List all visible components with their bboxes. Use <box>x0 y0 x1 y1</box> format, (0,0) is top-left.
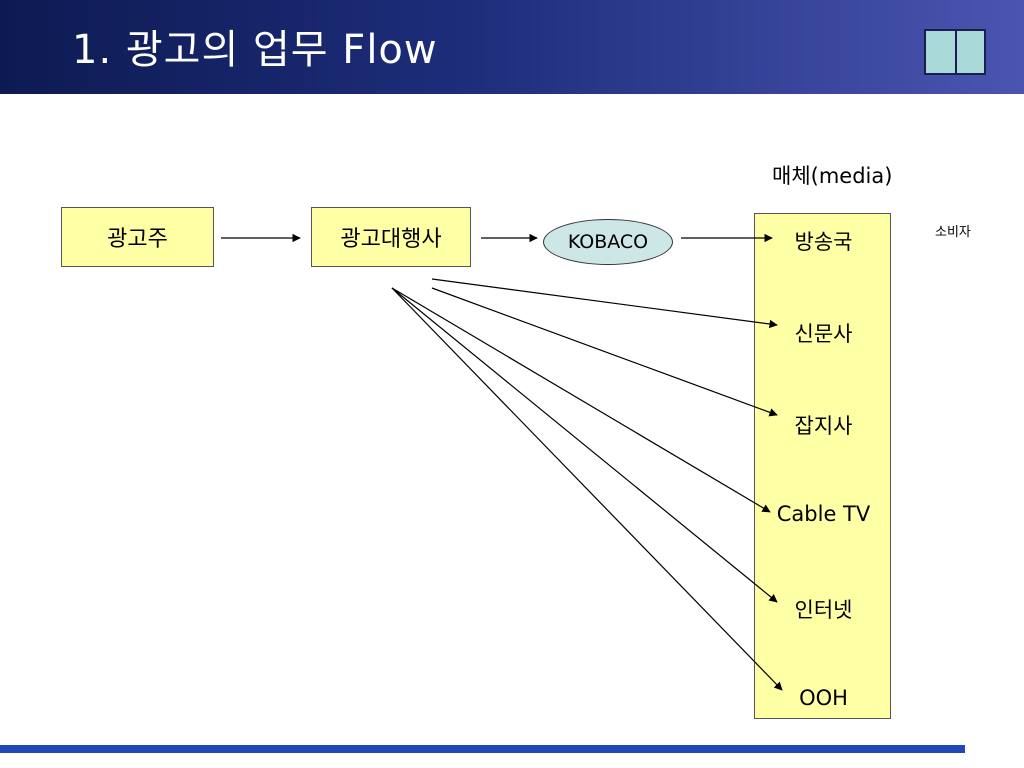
arrow-agency-to-ooh <box>391 287 783 691</box>
advertiser-label: 광고주 <box>107 227 168 252</box>
media-item-magazine: 잡지사 <box>794 414 853 438</box>
agency-box: 광고대행사 <box>311 207 471 267</box>
consumer-label: 소비자 <box>935 225 971 240</box>
kobaco-oval: KOBACO <box>543 219 673 265</box>
media-item-newspaper: 신문사 <box>794 322 853 346</box>
media-item-ooh: OOH <box>799 686 848 710</box>
logo-divider <box>955 31 957 73</box>
arrow-agency-to-newspaper <box>431 278 778 329</box>
arrow-agency-to-magazine <box>431 287 778 417</box>
media-column: 방송국 신문사 잡지사 Cable TV 인터넷 OOH <box>754 213 891 719</box>
media-item-broadcaster: 방송국 <box>794 230 853 254</box>
slide-title: 1. 광고의 업무 Flow <box>72 27 438 73</box>
agency-label: 광고대행사 <box>340 227 442 252</box>
kobaco-label: KOBACO <box>567 231 649 253</box>
advertiser-box: 광고주 <box>61 207 214 267</box>
footer-bar <box>0 745 965 753</box>
arrow-agency-to-cable-tv <box>391 287 771 513</box>
media-item-internet: 인터넷 <box>794 598 853 622</box>
media-heading: 매체(media) <box>772 164 893 188</box>
logo-icon <box>924 29 986 75</box>
arrow-agency-to-internet <box>391 287 778 603</box>
header-bar: 1. 광고의 업무 Flow <box>0 0 1024 94</box>
media-item-cable-tv: Cable TV <box>776 502 871 526</box>
